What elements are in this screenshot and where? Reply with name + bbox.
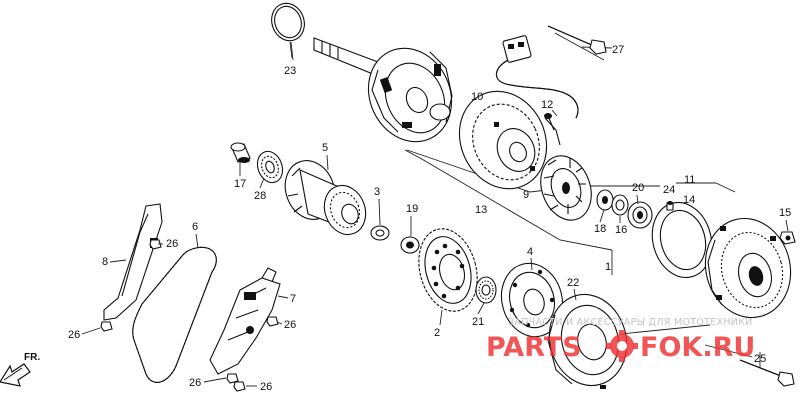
callout-26-c: 26 [284, 319, 296, 331]
label-ticks [81, 41, 789, 387]
needle-bearing-part [256, 150, 284, 184]
callout-4: 4 [527, 246, 533, 258]
chain-tensioner-part [209, 267, 281, 375]
callout-26-b: 26 [68, 329, 80, 341]
o-ring-part [271, 2, 305, 59]
callout-1: 1 [605, 261, 611, 273]
callout-7: 7 [290, 293, 296, 305]
callout-19: 19 [406, 203, 418, 215]
callout-26-e: 26 [260, 381, 272, 393]
watermark-brand-left: PARTS [486, 332, 582, 363]
flywheel-part [547, 293, 628, 389]
starter-clutch-part [284, 160, 367, 236]
front-direction-arrow-icon [0, 363, 31, 387]
cover-bolt-part [779, 231, 796, 245]
callout-11: 11 [684, 174, 695, 186]
callout-15: 15 [779, 207, 791, 219]
callout-23: 23 [284, 65, 296, 77]
callout-12: 12 [541, 99, 553, 111]
callout-3: 3 [374, 186, 380, 198]
callout-16: 16 [615, 224, 627, 236]
one-way-clutch-part [500, 262, 564, 338]
left-crankcase-cover-part [704, 217, 792, 319]
callout-17: 17 [234, 178, 246, 190]
callout-labels: 23 27 10 12 5 17 28 3 19 13 9 20 24 11 1… [68, 44, 791, 393]
callout-18: 18 [594, 223, 606, 235]
watermark-caption: ЗАПЧАСТИ И АКСЕССУАРЫ ДЛЯ МОТОТЕХНИКИ [508, 317, 753, 328]
watermark-brand-right: FOK.RU [640, 332, 755, 363]
watermark-gear-icon [606, 330, 638, 362]
dowel-pin-part [666, 201, 674, 211]
callout-6: 6 [192, 221, 198, 233]
stator-part [458, 90, 561, 190]
callout-20: 20 [632, 182, 644, 194]
callout-5: 5 [322, 142, 328, 154]
callout-22: 22 [567, 277, 579, 289]
long-bolt-part [547, 25, 607, 55]
callout-26-a: 26 [166, 238, 178, 250]
callout-14: 14 [683, 194, 695, 206]
callout-28: 28 [254, 190, 266, 202]
driven-gear-part [418, 228, 478, 312]
callout-13: 13 [475, 204, 487, 216]
thrust-washer-part [370, 225, 420, 254]
starter-driven-gear-part [540, 155, 592, 221]
callout-26-d: 26 [189, 377, 201, 389]
front-direction-label: FR. [24, 352, 40, 363]
callout-9: 9 [523, 189, 529, 201]
callout-10: 10 [471, 91, 483, 103]
idler-bushing-part [230, 142, 251, 163]
flywheel-bolt-part [739, 359, 795, 387]
callout-8: 8 [102, 256, 108, 268]
watermark: ЗАПЧАСТИ И АКСЕССУАРЫ ДЛЯ МОТОТЕХНИКИ PA… [486, 317, 755, 363]
wire-connector-part [495, 35, 579, 119]
needle-bearing-small-part [475, 276, 497, 304]
rotor-flywheel-part [313, 37, 453, 143]
callout-27: 27 [612, 44, 624, 56]
callout-21: 21 [472, 316, 484, 328]
small-bolt-group [100, 239, 279, 392]
callout-2: 2 [434, 327, 440, 339]
screw-part [544, 109, 558, 131]
bearing-part [596, 189, 653, 229]
callout-24: 24 [663, 184, 675, 196]
cam-chain-part [132, 246, 217, 383]
